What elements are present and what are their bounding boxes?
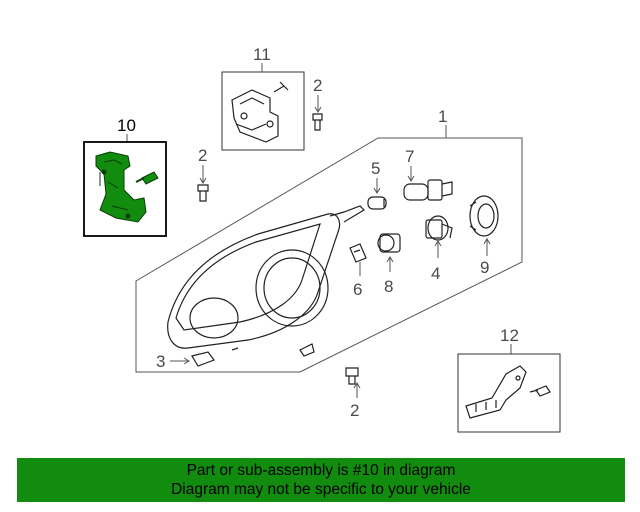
clip-3-icon <box>191 351 215 367</box>
bolt-icon <box>312 113 323 131</box>
bolt-icon <box>345 367 359 385</box>
caption-banner: Part or sub-assembly is #10 in diagram D… <box>17 458 625 502</box>
callout-6: 6 <box>353 280 362 299</box>
bolt-2-bottom[interactable]: 2 <box>345 367 361 420</box>
bulb-7-icon <box>403 179 453 201</box>
bulb-4-icon <box>425 215 453 241</box>
callout-4: 4 <box>431 264 440 283</box>
bulb-5-icon <box>367 196 387 210</box>
headlight-housing-icon <box>167 205 365 357</box>
callout-3: 3 <box>156 352 165 371</box>
callout-7: 7 <box>405 147 414 166</box>
socket-6-icon <box>349 243 367 263</box>
cap-9-icon <box>469 195 499 237</box>
callout-8: 8 <box>384 277 393 296</box>
caption-line-2: Diagram may not be specific to your vehi… <box>171 481 471 498</box>
callout-9: 9 <box>480 258 489 277</box>
bolt-icon <box>197 184 209 202</box>
callout-5: 5 <box>371 159 380 178</box>
callout-11: 11 <box>253 45 271 64</box>
part-12-panel[interactable]: 12 <box>457 326 561 433</box>
bolt-2-left[interactable]: 2 <box>197 146 209 202</box>
part-11-panel[interactable]: 11 <box>221 45 305 151</box>
callout-2b: 2 <box>198 146 207 165</box>
part-10-panel[interactable]: 10 <box>83 116 167 237</box>
bulb-8-icon <box>377 233 401 253</box>
callout-12: 12 <box>500 326 519 345</box>
mount-bracket-10-icon <box>95 151 159 223</box>
callout-1: 1 <box>438 107 447 126</box>
callout-2c: 2 <box>350 401 359 420</box>
caption-line-1: Part or sub-assembly is #10 in diagram <box>186 462 456 479</box>
bolt-2-top[interactable]: 2 <box>312 76 323 131</box>
mount-bracket-12-icon <box>465 365 551 419</box>
headlight-assembly-panel[interactable]: 1 5 7 <box>135 107 523 373</box>
callout-2a: 2 <box>313 76 322 95</box>
callout-10: 10 <box>117 116 136 135</box>
mount-bracket-11-icon <box>231 81 289 143</box>
